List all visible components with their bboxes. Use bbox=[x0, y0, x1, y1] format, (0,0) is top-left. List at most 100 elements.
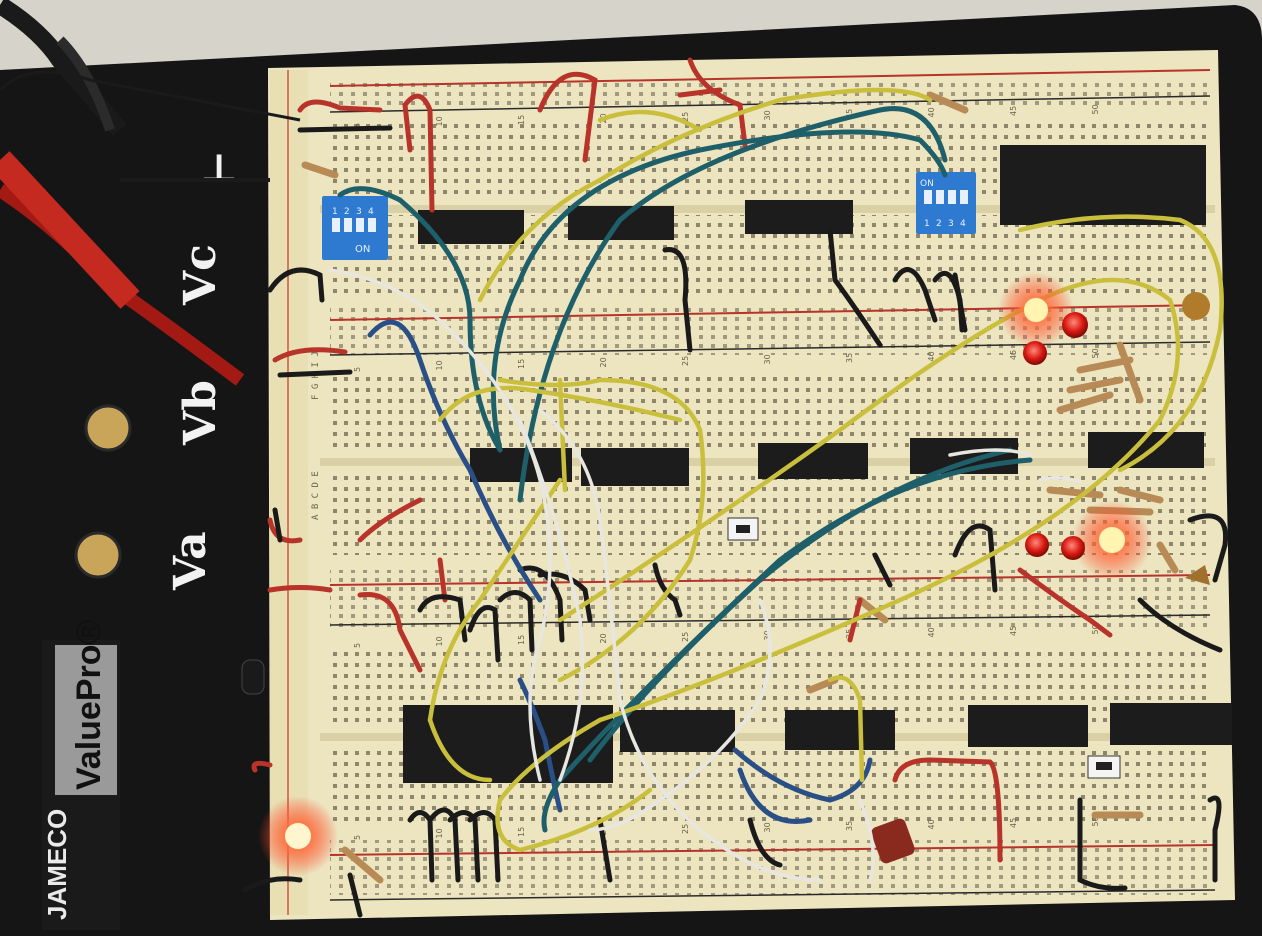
column-number: 5 bbox=[353, 123, 362, 128]
yellow-wire bbox=[477, 87, 933, 303]
black-wire bbox=[1207, 795, 1222, 883]
brand-product: ValuePro® bbox=[70, 619, 108, 790]
teal-wire bbox=[517, 106, 948, 503]
column-number: 40 bbox=[927, 627, 936, 637]
black-wire bbox=[272, 507, 283, 543]
black-wire bbox=[952, 523, 998, 593]
column-number: 15 bbox=[517, 115, 526, 125]
dip-switch-number: 4 bbox=[368, 207, 374, 217]
black-wire bbox=[1187, 513, 1229, 583]
column-number: 30 bbox=[763, 822, 772, 832]
red-wire bbox=[272, 347, 348, 363]
red-wire bbox=[402, 93, 435, 213]
yellow-wire bbox=[1017, 214, 1224, 473]
column-number: 35 bbox=[845, 353, 854, 363]
brand-maker: JAMECO bbox=[42, 809, 72, 920]
column-number: 10 bbox=[435, 636, 444, 646]
column-number: 20 bbox=[599, 633, 608, 643]
column-number: 40 bbox=[927, 107, 936, 117]
binding-post-vb bbox=[84, 404, 132, 452]
column-number: 15 bbox=[517, 635, 526, 645]
jameco-logo: ValuePro® JAMECO bbox=[42, 619, 120, 930]
white-wire bbox=[328, 268, 552, 782]
black-wire bbox=[537, 571, 593, 623]
column-number: 50 bbox=[1091, 348, 1100, 358]
capacitor bbox=[1185, 565, 1210, 585]
black-wire bbox=[297, 125, 393, 133]
column-number: 40 bbox=[927, 351, 936, 361]
white-wire bbox=[948, 448, 1032, 457]
label-va: Va bbox=[165, 531, 216, 591]
led bbox=[1062, 312, 1088, 338]
column-number: 40 bbox=[927, 819, 936, 829]
column-number: 15 bbox=[517, 827, 526, 837]
ic-chip bbox=[968, 705, 1088, 747]
led bbox=[1025, 533, 1049, 557]
ic-chip bbox=[785, 710, 895, 750]
black-wire bbox=[1137, 597, 1223, 653]
ic-chip bbox=[403, 705, 613, 783]
dip-switch-number: 3 bbox=[356, 207, 362, 217]
white-wire bbox=[538, 408, 822, 882]
red-wire bbox=[537, 71, 598, 163]
dip-switch-number: 2 bbox=[936, 219, 942, 229]
led-lit bbox=[285, 823, 311, 849]
red-wire bbox=[357, 497, 423, 543]
column-number: 50 bbox=[1091, 104, 1100, 114]
black-wire bbox=[447, 810, 481, 883]
dip-switch-number: 2 bbox=[344, 207, 350, 217]
column-number: 5 bbox=[353, 835, 362, 840]
blue-wire bbox=[737, 767, 813, 824]
white-wire bbox=[1038, 476, 1082, 484]
blue-wire bbox=[517, 677, 563, 813]
led-lit bbox=[1024, 298, 1048, 322]
label-vc: Vc bbox=[175, 244, 226, 306]
red-wire bbox=[1017, 567, 1113, 638]
dip-switch-number: 1 bbox=[924, 219, 930, 229]
dip-switch-number: 4 bbox=[960, 219, 966, 229]
led-lit bbox=[1099, 527, 1125, 553]
yellow-wire bbox=[427, 477, 563, 723]
column-number: 45 bbox=[1009, 350, 1018, 360]
red-wire bbox=[297, 99, 383, 113]
red-wire bbox=[251, 760, 273, 773]
black-wire bbox=[467, 605, 501, 663]
column-number: 45 bbox=[1009, 106, 1018, 116]
capacitor bbox=[871, 818, 915, 864]
black-wire bbox=[747, 817, 783, 868]
column-number: 30 bbox=[763, 110, 772, 120]
black-wire bbox=[872, 552, 893, 588]
ic-chip bbox=[581, 448, 689, 486]
dip-switch-number: 3 bbox=[948, 219, 954, 229]
breadboard bbox=[268, 50, 1235, 920]
column-number: 10 bbox=[435, 116, 444, 126]
black-wire bbox=[347, 872, 363, 918]
yellow-wire bbox=[495, 717, 653, 853]
yellow-wire bbox=[827, 675, 865, 783]
leds bbox=[258, 272, 1152, 876]
yellow-wire bbox=[427, 717, 493, 783]
white-wire bbox=[588, 598, 772, 832]
column-number: 20 bbox=[599, 357, 608, 367]
black-wire bbox=[652, 562, 683, 618]
column-number: 5 bbox=[353, 367, 362, 372]
red-wire bbox=[357, 591, 423, 673]
probe-cables bbox=[0, 0, 301, 386]
column-number: 25 bbox=[681, 356, 690, 366]
white-wire bbox=[858, 798, 876, 882]
black-wire bbox=[267, 267, 325, 303]
slide-switch[interactable] bbox=[241, 659, 265, 695]
column-number: 25 bbox=[681, 632, 690, 642]
column-number: 45 bbox=[1009, 626, 1018, 636]
black-wire bbox=[827, 227, 883, 348]
ic-chip bbox=[1000, 145, 1206, 225]
black-wire bbox=[417, 594, 468, 643]
ic-chip bbox=[620, 710, 735, 752]
blue-wire bbox=[367, 319, 543, 603]
black-wire bbox=[662, 247, 693, 353]
column-number: 10 bbox=[435, 828, 444, 838]
